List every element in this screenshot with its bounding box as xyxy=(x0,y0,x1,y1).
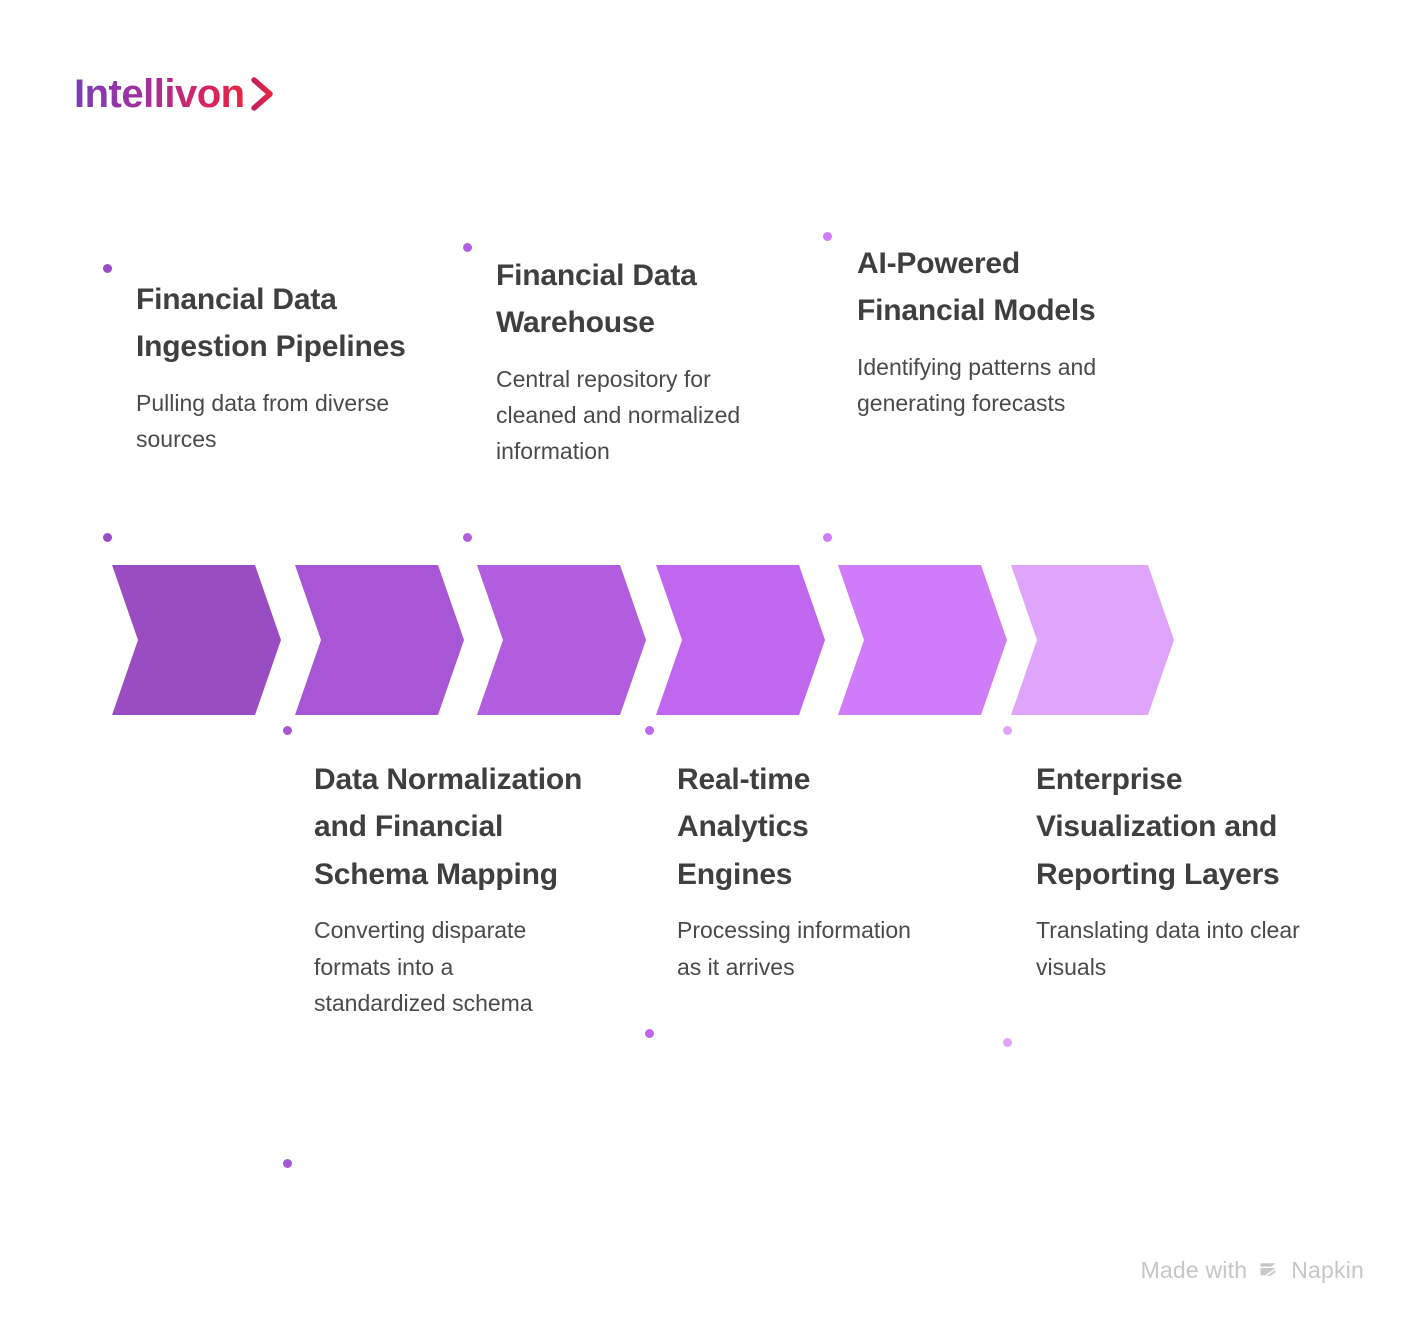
step-label-2[interactable]: Data Normalization and Financial Schema … xyxy=(314,756,586,1021)
step-title: Real-time Analytics Engines xyxy=(677,763,811,891)
step-description: Identifying patterns and generating fore… xyxy=(857,353,1097,417)
step-description: Converting disparate formats into a stan… xyxy=(314,917,533,1016)
connector-dot-step2-top xyxy=(283,726,292,735)
chevron-right-icon xyxy=(250,77,273,111)
brand-logo[interactable]: Intellivon xyxy=(74,74,276,114)
connector-dot-step1-top xyxy=(103,264,112,273)
chevron-arrow-2[interactable] xyxy=(295,565,464,715)
step-title: Data Normalization and Financial Schema … xyxy=(314,763,583,891)
connector-dot-step5-bottom xyxy=(823,533,832,542)
napkin-label: Napkin xyxy=(1291,1257,1364,1283)
chevron-arrow-1[interactable] xyxy=(112,565,281,715)
step-label-5[interactable]: AI-Powered Financial Models Identifying … xyxy=(857,240,1129,421)
brand-name: Intellivon xyxy=(74,72,245,116)
chevron-arrow-4[interactable] xyxy=(656,565,825,715)
step-description: Central repository for cleaned and norma… xyxy=(496,365,741,465)
step-label-4[interactable]: Real-time Analytics Engines Processing i… xyxy=(677,756,929,985)
made-with-label: Made with xyxy=(1140,1257,1248,1283)
step-title: Financial Data Ingestion Pipelines xyxy=(136,283,406,364)
step-title: Financial Data Warehouse xyxy=(496,259,697,340)
connector-dot-step3-top xyxy=(463,243,472,252)
chevron-arrow-3[interactable] xyxy=(477,565,646,715)
napkin-stripes-icon xyxy=(1260,1262,1276,1276)
step-description: Pulling data from diverse sources xyxy=(136,389,390,453)
connector-dot-step6-top xyxy=(1003,726,1012,735)
connector-dot-step3-bottom xyxy=(463,533,472,542)
connector-dot-step4-top xyxy=(645,726,654,735)
step-label-6[interactable]: Enterprise Visualization and Reporting L… xyxy=(1036,756,1316,985)
step-description: Translating data into clear visuals xyxy=(1036,917,1300,980)
connector-dot-step2-bottom xyxy=(283,1159,292,1168)
step-label-3[interactable]: Financial Data Warehouse Central reposit… xyxy=(496,252,764,470)
step-title: Enterprise Visualization and Reporting L… xyxy=(1036,763,1280,891)
chevron-arrow-6[interactable] xyxy=(1011,565,1174,715)
step-label-1[interactable]: Financial Data Ingestion Pipelines Pulli… xyxy=(136,276,406,457)
connector-dot-step6-bottom xyxy=(1003,1038,1012,1047)
step-title: AI-Powered Financial Models xyxy=(857,247,1096,328)
connector-dot-step5-top xyxy=(823,232,832,241)
step-description: Processing information as it arrives xyxy=(677,917,911,980)
made-with-napkin-attribution[interactable]: Made with Napkin xyxy=(1141,1257,1364,1284)
connector-dot-step1-bottom xyxy=(103,533,112,542)
connector-dot-step4-bottom xyxy=(645,1029,654,1038)
chevron-arrow-5[interactable] xyxy=(838,565,1007,715)
